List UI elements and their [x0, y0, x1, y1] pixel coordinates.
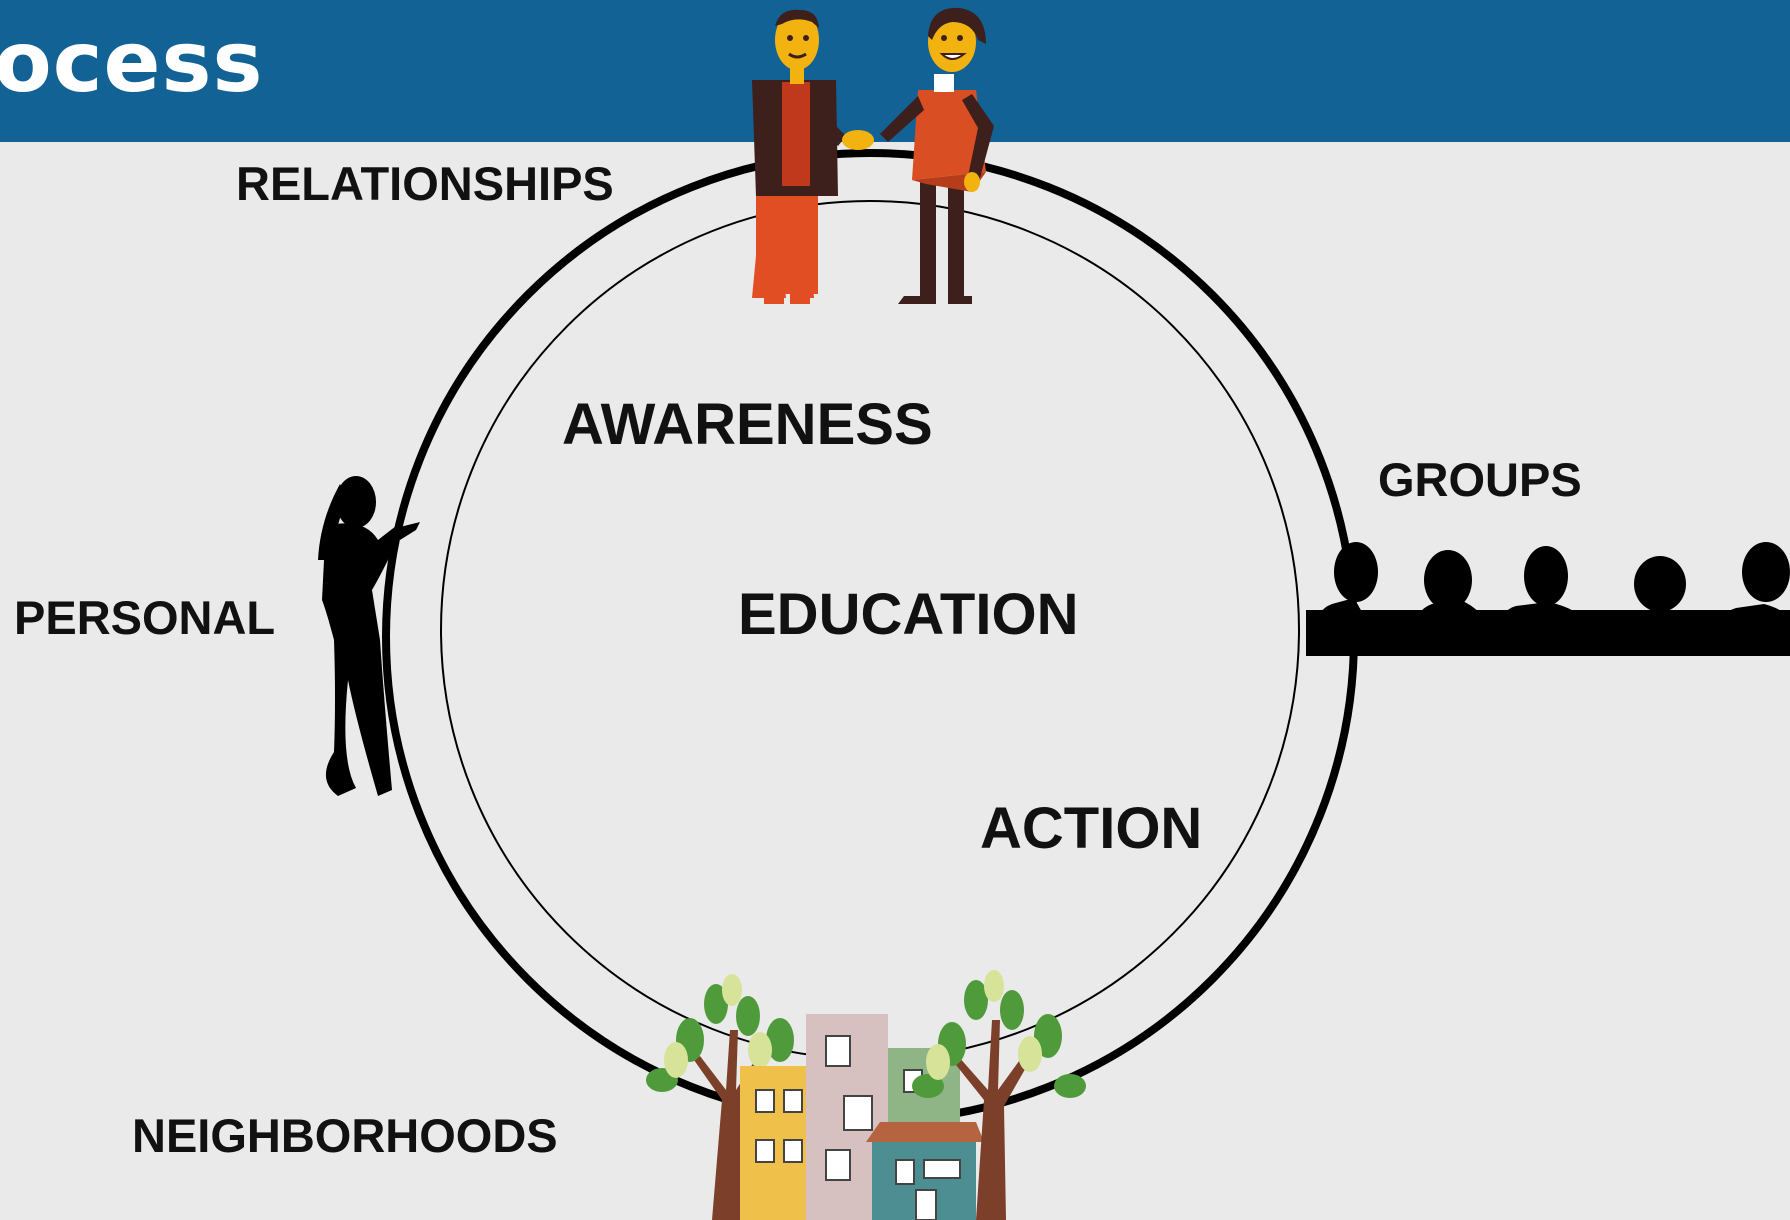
label-neighborhoods: NEIGHBORHOODS: [132, 1109, 558, 1162]
houses-trees-icon: [646, 970, 1086, 1220]
handshake-people-icon: [752, 7, 994, 304]
label-education: EDUCATION: [738, 582, 1079, 647]
label-awareness: AWARENESS: [562, 392, 933, 457]
woman-silhouette-icon: [318, 476, 420, 796]
label-personal: PERSONAL: [14, 591, 276, 644]
label-groups: GROUPS: [1378, 453, 1582, 506]
audience-silhouettes-icon: [1306, 542, 1790, 656]
title-bar: ocess: [0, 0, 1790, 142]
label-action: ACTION: [980, 796, 1203, 861]
label-relationships: RELATIONSHIPS: [236, 157, 614, 210]
slide-title: ocess: [0, 13, 264, 111]
